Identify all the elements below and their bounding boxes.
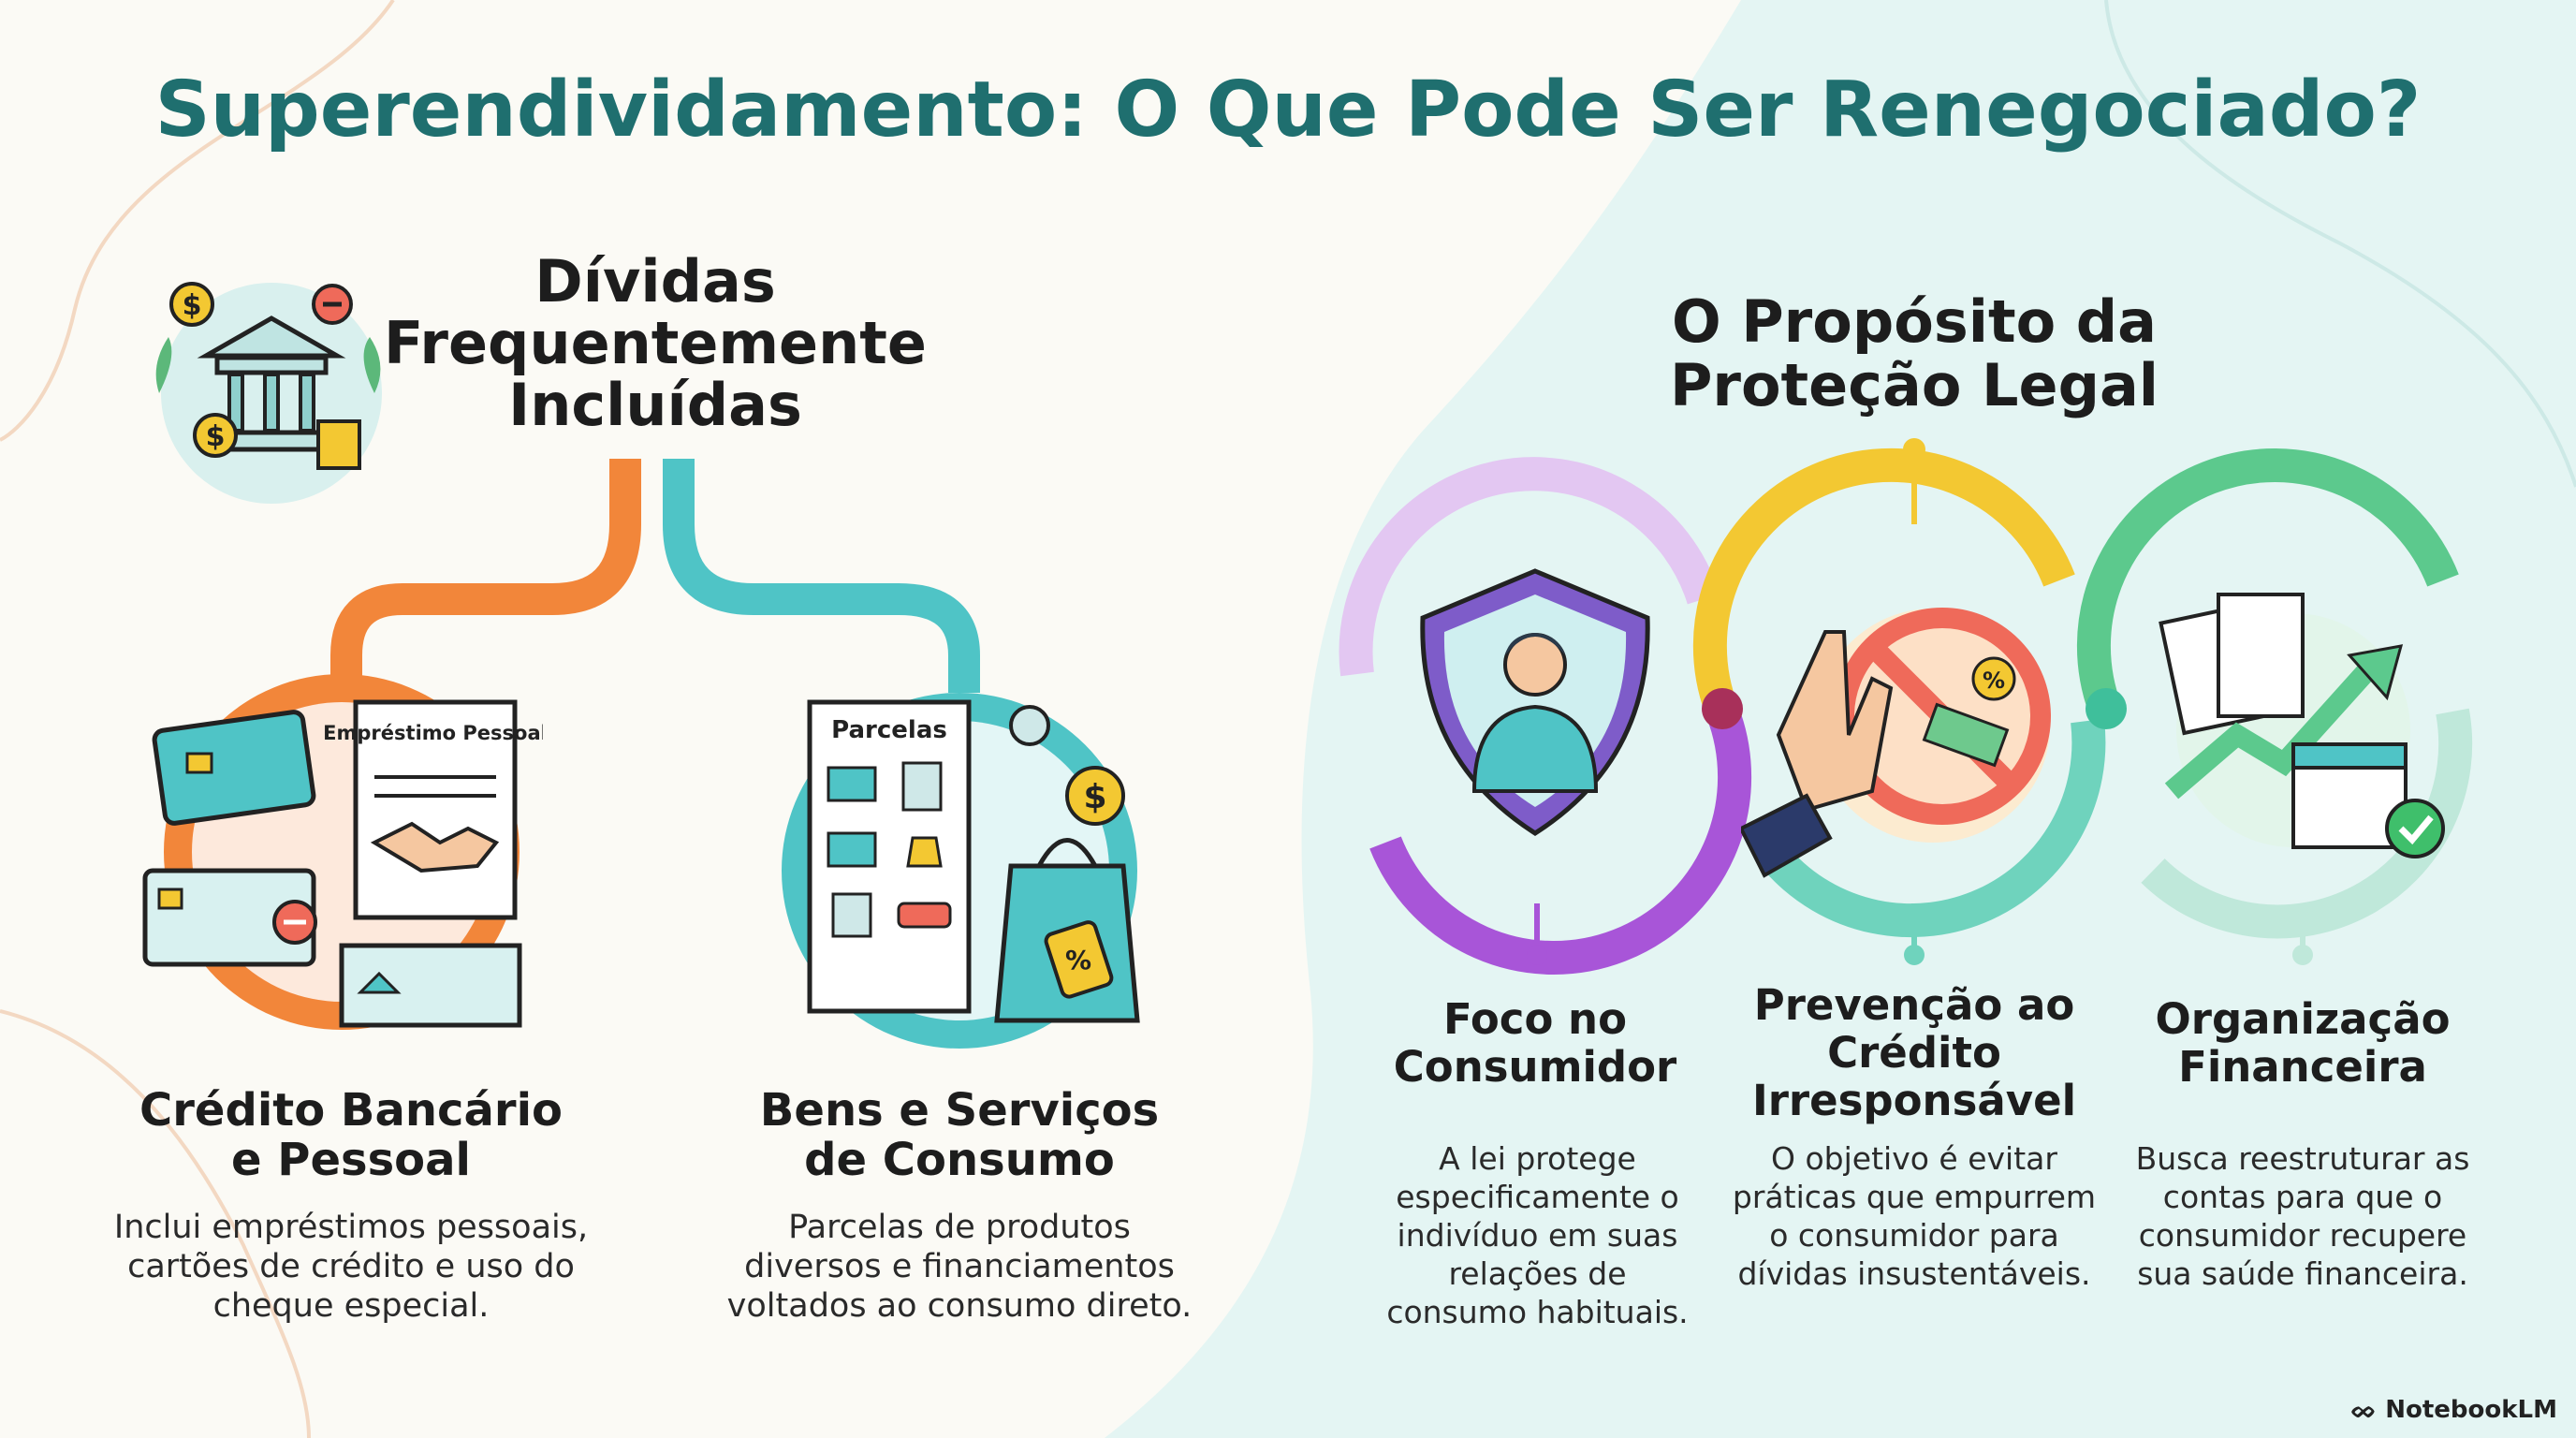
- item-consumer-focus-title: Foco no Consumidor: [1393, 994, 1677, 1092]
- notebook-icon: ᨖ: [2350, 1396, 2386, 1424]
- item-prevention-description: O objetivo é evitar práticas que empurre…: [1732, 1140, 2097, 1292]
- shield-consumer-icon: [1420, 568, 1650, 836]
- left-heading: Dívidas Frequentemente Incluídas: [384, 247, 927, 439]
- card-consumer-description: Parcelas de produtos diversos e financia…: [726, 1209, 1193, 1325]
- card-credit-title: Crédito Bancário e Pessoal: [139, 1084, 563, 1186]
- page-title: Superendividamento: O Que Pode Ser Reneg…: [154, 66, 2422, 154]
- svg-text:$: $: [206, 420, 226, 453]
- card-credit-description: Inclui empréstimos pessoais, cartões de …: [113, 1209, 589, 1325]
- item-consumer-focus-description: A lei protege especificamente o indivídu…: [1386, 1140, 1689, 1330]
- brand-name: NotebookLM: [2385, 1396, 2557, 1424]
- item-organization-description: Busca reestruturar as contas para que o …: [2135, 1140, 2470, 1292]
- shopping-icon: Parcelas $ %: [782, 693, 1140, 1049]
- stop-hand-icon: %: [1741, 608, 2051, 878]
- item-organization-title: Organização Financeira: [2155, 994, 2451, 1092]
- brand-logo: ᨖ NotebookLM: [2350, 1396, 2557, 1425]
- svg-text:$: $: [1083, 778, 1106, 816]
- svg-text:%: %: [1983, 668, 2005, 694]
- card-consumer-title: Bens e Serviços de Consumo: [759, 1084, 1160, 1186]
- bank-icon: $ $: [155, 282, 382, 504]
- svg-text:$: $: [183, 289, 202, 322]
- credit-cards-icon: Empréstimo Pessoal: [142, 674, 543, 1030]
- loan-label: Empréstimo Pessoal: [323, 722, 543, 744]
- right-heading: O Propósito da Proteção Legal: [1669, 287, 2159, 419]
- svg-text:%: %: [1065, 945, 1091, 976]
- item-prevention-title: Prevenção ao Crédito Irresponsável: [1751, 980, 2077, 1125]
- installments-label: Parcelas: [831, 716, 947, 744]
- financial-growth-icon: [2159, 593, 2445, 858]
